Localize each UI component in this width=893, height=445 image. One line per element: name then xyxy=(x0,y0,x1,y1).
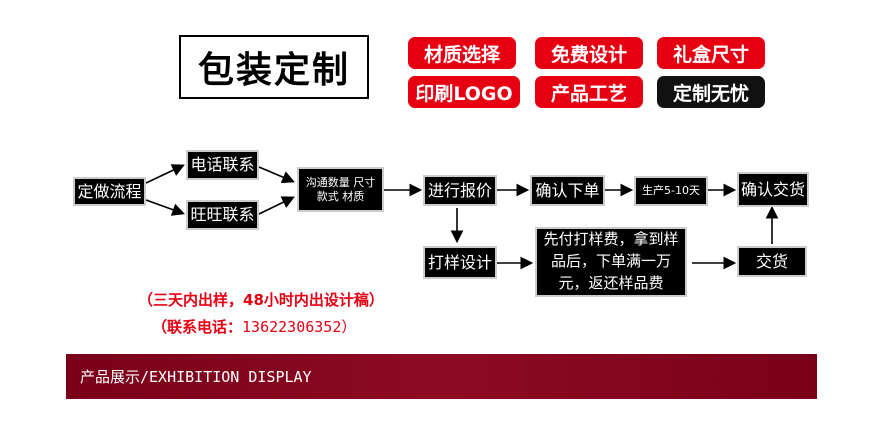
tag-box-size: 礼盒尺寸 xyxy=(657,37,765,69)
tag-worry-free: 定制无忧 xyxy=(657,76,765,108)
node-phone: 电话联系 xyxy=(186,150,259,180)
node-confirm-delivery: 确认交货 xyxy=(737,172,809,207)
arrow-wangwang-communicate xyxy=(258,196,295,215)
promo-phone: 13622306352 xyxy=(242,318,342,336)
page-title: 包装定制 xyxy=(179,35,369,99)
promo-line1-num: 48 xyxy=(243,291,264,309)
arrow-start-phone xyxy=(145,164,185,184)
tag-craft: 产品工艺 xyxy=(535,76,643,108)
promo-line2-b: ） xyxy=(341,318,357,336)
promo-line2-a: （联系电话： xyxy=(152,318,243,336)
node-confirm-order: 确认下单 xyxy=(530,175,605,206)
promo-sample-time: （三天内出样，48小时内出设计稿） xyxy=(138,289,384,310)
arrow-start-wangwang xyxy=(145,199,186,216)
node-wangwang: 旺旺联系 xyxy=(186,200,259,230)
node-start: 定做流程 xyxy=(73,177,146,206)
communicate-line2: 款式 材质 xyxy=(316,189,365,203)
promo-line1-b: 小时内出设计稿） xyxy=(263,291,384,309)
promo-contact: （联系电话：13622306352） xyxy=(152,316,356,337)
exhibition-banner: 产品展示/EXHIBITION DISPLAY xyxy=(66,354,817,399)
node-quote: 进行报价 xyxy=(423,175,497,206)
node-production: 生产5-10天 xyxy=(634,176,708,206)
tag-free-design: 免费设计 xyxy=(535,37,643,69)
promo-line1-a: （三天内出样， xyxy=(138,291,244,309)
node-communicate: 沟通数量 尺寸 款式 材质 xyxy=(297,167,384,212)
node-sample-design: 打样设计 xyxy=(423,246,497,279)
node-delivery: 交货 xyxy=(737,246,807,277)
arrow-phone-communicate xyxy=(258,166,295,184)
node-sample-fee: 先付打样费，拿到样品后，下单满一万元，返还样品费 xyxy=(535,227,687,297)
communicate-line1: 沟通数量 尺寸 xyxy=(305,176,376,190)
tag-material: 材质选择 xyxy=(408,37,516,69)
banner-label: 产品展示/EXHIBITION DISPLAY xyxy=(80,368,312,386)
tag-print-logo: 印刷LOGO xyxy=(408,76,520,108)
